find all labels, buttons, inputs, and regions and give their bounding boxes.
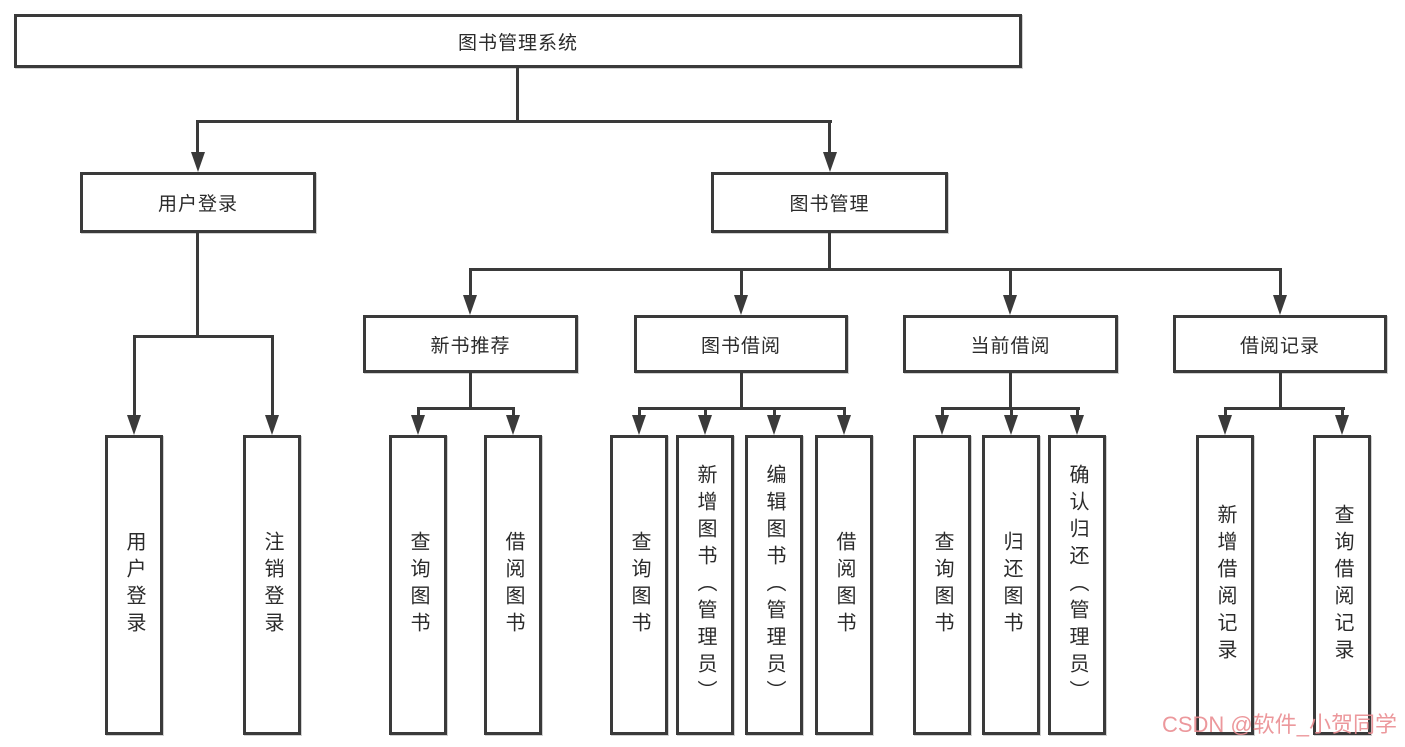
arrow-down [935, 415, 949, 435]
leaf-label: 查询图书 [628, 531, 650, 639]
connector-line [773, 407, 776, 419]
node-label: 当前借阅 [970, 335, 1051, 357]
arrow-down [767, 415, 781, 435]
leaf-label: 确认归还（管理员） [1066, 463, 1088, 707]
connector-line [1279, 268, 1282, 298]
leaf-recommend-query-books: 查询图书 [389, 435, 447, 735]
leaf-current-query-books: 查询图书 [913, 435, 971, 735]
connector-line [516, 68, 519, 122]
leaf-label: 用户登录 [123, 531, 145, 639]
node-book-borrowing: 图书借阅 [634, 315, 848, 373]
node-label: 图书借阅 [700, 335, 781, 357]
arrow-down [1218, 415, 1232, 435]
connector-line [271, 335, 274, 419]
connector-line [417, 407, 420, 419]
arrow-down [127, 415, 141, 435]
node-user-login: 用户登录 [80, 172, 316, 233]
connector-line [1341, 407, 1344, 419]
leaf-label: 新增图书（管理员） [694, 463, 716, 707]
connector-line [196, 233, 199, 335]
connector-line [1009, 268, 1012, 298]
arrow-down [1070, 415, 1084, 435]
connector-line [941, 407, 944, 419]
arrow-down [411, 415, 425, 435]
leaf-records-add-record: 新增借阅记录 [1196, 435, 1254, 735]
node-current-borrowing: 当前借阅 [903, 315, 1118, 373]
leaf-logout-login: 注销登录 [243, 435, 301, 735]
arrow-down [734, 295, 748, 315]
connector-line [638, 407, 641, 419]
connector-line [1224, 407, 1227, 419]
connector-line [828, 120, 831, 156]
arrow-down [463, 295, 477, 315]
node-label: 用户登录 [157, 194, 238, 215]
arrow-down [698, 415, 712, 435]
leaf-label: 借阅图书 [833, 531, 855, 639]
connector-line [512, 407, 515, 419]
connector-line [133, 335, 274, 338]
leaf-borrowing-edit-books: 编辑图书（管理员） [745, 435, 803, 735]
leaf-borrowing-add-books: 新增图书（管理员） [676, 435, 734, 735]
arrow-down [837, 415, 851, 435]
connector-line [417, 407, 515, 410]
node-borrowing-records: 借阅记录 [1173, 315, 1387, 373]
connector-line [1009, 373, 1012, 410]
connector-line [740, 373, 743, 410]
leaf-label: 新增借阅记录 [1214, 504, 1236, 666]
leaf-recommend-borrow-books: 借阅图书 [484, 435, 542, 735]
leaf-label: 注销登录 [261, 531, 283, 639]
leaf-label: 查询图书 [407, 531, 429, 639]
leaf-records-query-record: 查询借阅记录 [1313, 435, 1371, 735]
arrow-down [1003, 295, 1017, 315]
connector-line [704, 407, 707, 419]
connector-line [740, 268, 743, 298]
arrow-down [1273, 295, 1287, 315]
connector-line [196, 120, 832, 123]
arrow-down [506, 415, 520, 435]
connector-line [469, 373, 472, 410]
arrow-down [1335, 415, 1349, 435]
node-book-management: 图书管理 [711, 172, 948, 233]
arrow-down [632, 415, 646, 435]
node-new-book-recommend: 新书推荐 [363, 315, 578, 373]
leaf-label: 查询借阅记录 [1331, 504, 1353, 666]
arrow-down [823, 152, 837, 172]
connector-line [828, 233, 831, 271]
leaf-label: 查询图书 [931, 531, 953, 639]
leaf-borrowing-borrow-books: 借阅图书 [815, 435, 873, 735]
leaf-current-return-books: 归还图书 [982, 435, 1040, 735]
leaf-label: 归还图书 [1000, 531, 1022, 639]
arrow-down [1004, 415, 1018, 435]
leaf-borrowing-query-books: 查询图书 [610, 435, 668, 735]
leaf-label: 编辑图书（管理员） [763, 463, 785, 707]
connector-line [133, 335, 136, 419]
connector-line [1279, 373, 1282, 410]
node-label: 图书管理系统 [457, 32, 578, 54]
arrow-down [191, 152, 205, 172]
node-label: 图书管理 [789, 194, 870, 215]
arrow-down [265, 415, 279, 435]
connector-line [843, 407, 846, 419]
connector-line [469, 268, 1282, 271]
leaf-user-login: 用户登录 [105, 435, 163, 735]
connector-line [1076, 407, 1079, 419]
csdn-watermark: CSDN @软件_小贺同学 [1161, 712, 1397, 737]
node-library-management-system: 图书管理系统 [14, 14, 1022, 68]
connector-line [638, 407, 846, 410]
leaf-current-confirm-return: 确认归还（管理员） [1048, 435, 1106, 735]
connector-line [196, 120, 199, 156]
leaf-label: 借阅图书 [502, 531, 524, 639]
node-label: 借阅记录 [1239, 335, 1320, 357]
node-label: 新书推荐 [430, 335, 511, 357]
connector-line [469, 268, 472, 298]
connector-line [1010, 407, 1013, 419]
connector-line [1224, 407, 1345, 410]
